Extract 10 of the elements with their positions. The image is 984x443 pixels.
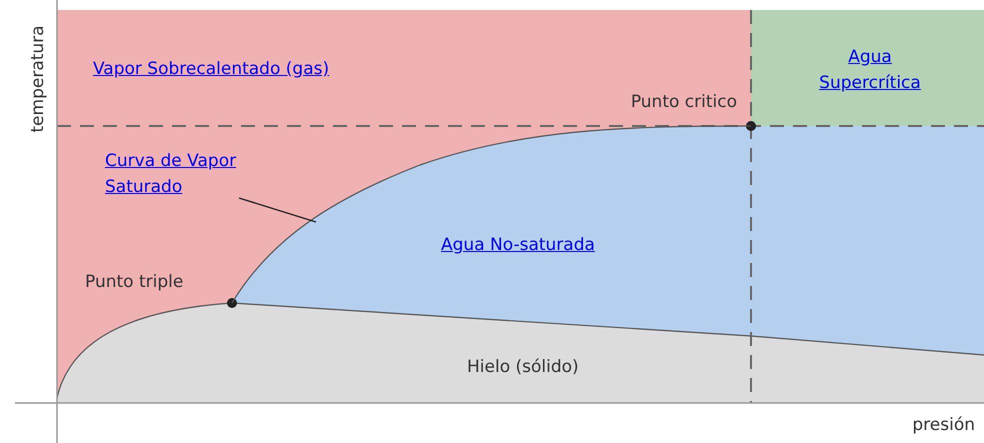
region-label: Hielo (sólido) — [467, 356, 579, 379]
point-label: Punto critico — [630, 91, 737, 114]
leader-line — [238, 197, 316, 223]
region-label: Agua No-saturada — [441, 234, 595, 257]
region-label: Agua Supercrítica — [818, 46, 922, 95]
region-label: Vapor Sobrecalentado (gas) — [93, 58, 330, 81]
axis-title: presión — [911, 414, 975, 437]
point-label: Punto triple — [85, 271, 184, 294]
curve-label: Curva de Vapor Saturado — [105, 148, 241, 200]
axis-title: temperatura — [27, 24, 49, 135]
